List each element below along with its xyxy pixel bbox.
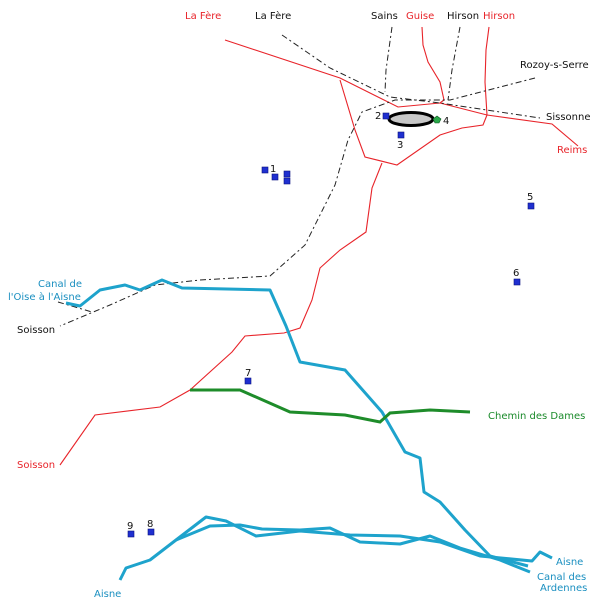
label-rozoy: Rozoy-s-Serre [520, 60, 589, 71]
rail-sains [384, 26, 393, 93]
label-canal-ardennes-1: Canal des [537, 572, 586, 583]
site-1a[interactable] [261, 166, 269, 174]
site-9[interactable] [127, 530, 135, 538]
roads [59, 26, 579, 466]
label-hirson-red: Hirson [483, 11, 515, 22]
site-label-3: 3 [397, 140, 403, 151]
label-guise: Guise [406, 11, 434, 22]
site-ellipse [387, 111, 435, 127]
site-label-8: 8 [147, 519, 153, 530]
road-loop [339, 79, 488, 166]
label-soisson-red: Soisson [17, 460, 55, 471]
rail-hirson [447, 26, 461, 101]
canal-oise-aisne [65, 278, 529, 568]
label-chemin-des-dames: Chemin des Dames [488, 411, 585, 422]
label-sissonne: Sissonne [546, 112, 591, 123]
site-8[interactable] [147, 528, 155, 536]
rail-la-fere-sissonne [281, 34, 541, 119]
road-soisson [59, 162, 383, 466]
site-label-7: 7 [245, 368, 251, 379]
sites [127, 112, 535, 538]
rail-rozoy-soisson [59, 77, 536, 327]
site-label-4: 4 [443, 116, 449, 127]
site-numbers: 1 2 3 4 5 6 7 8 9 [127, 111, 533, 532]
label-soisson-black: Soisson [17, 325, 55, 336]
site-label-6: 6 [513, 268, 519, 279]
site-label-1: 1 [270, 164, 276, 175]
label-reims: Reims [557, 145, 587, 156]
site-1b[interactable] [271, 173, 279, 181]
site-7[interactable] [244, 377, 252, 385]
aisne-river [118, 515, 553, 581]
site-label-9: 9 [127, 521, 133, 532]
road-la-fere-reims [224, 39, 579, 147]
site-1c[interactable] [283, 170, 291, 178]
label-aisne-right: Aisne [556, 557, 583, 568]
chemin-des-dames-line [190, 388, 471, 424]
site-6[interactable] [513, 278, 521, 286]
label-hirson-black: Hirson [447, 11, 479, 22]
label-canal-oise-1: Canal de [38, 279, 82, 290]
label-la-fere-red: La Fère [185, 10, 221, 22]
label-aisne-left: Aisne [94, 589, 121, 600]
label-canal-oise-2: l'Oise à l'Aisne [8, 291, 81, 303]
label-canal-ardennes-2: Ardennes [540, 583, 587, 594]
railways [57, 26, 541, 327]
label-sains: Sains [371, 11, 398, 22]
rail-canal-spur [57, 301, 93, 313]
site-4-pentagon[interactable] [432, 115, 442, 124]
site-label-2: 2 [375, 111, 381, 122]
canal-des-ardennes [175, 523, 531, 574]
site-3[interactable] [397, 131, 405, 139]
label-la-fere-black: La Fère [255, 10, 291, 22]
site-2[interactable] [382, 112, 390, 120]
waterways [65, 278, 553, 581]
road-guise [421, 26, 445, 104]
road-hirson [484, 26, 490, 116]
site-1d[interactable] [283, 177, 291, 185]
site-label-5: 5 [527, 192, 533, 203]
site-5[interactable] [527, 202, 535, 210]
place-labels: La Fère La Fère Sains Guise Hirson Hirso… [8, 10, 591, 600]
